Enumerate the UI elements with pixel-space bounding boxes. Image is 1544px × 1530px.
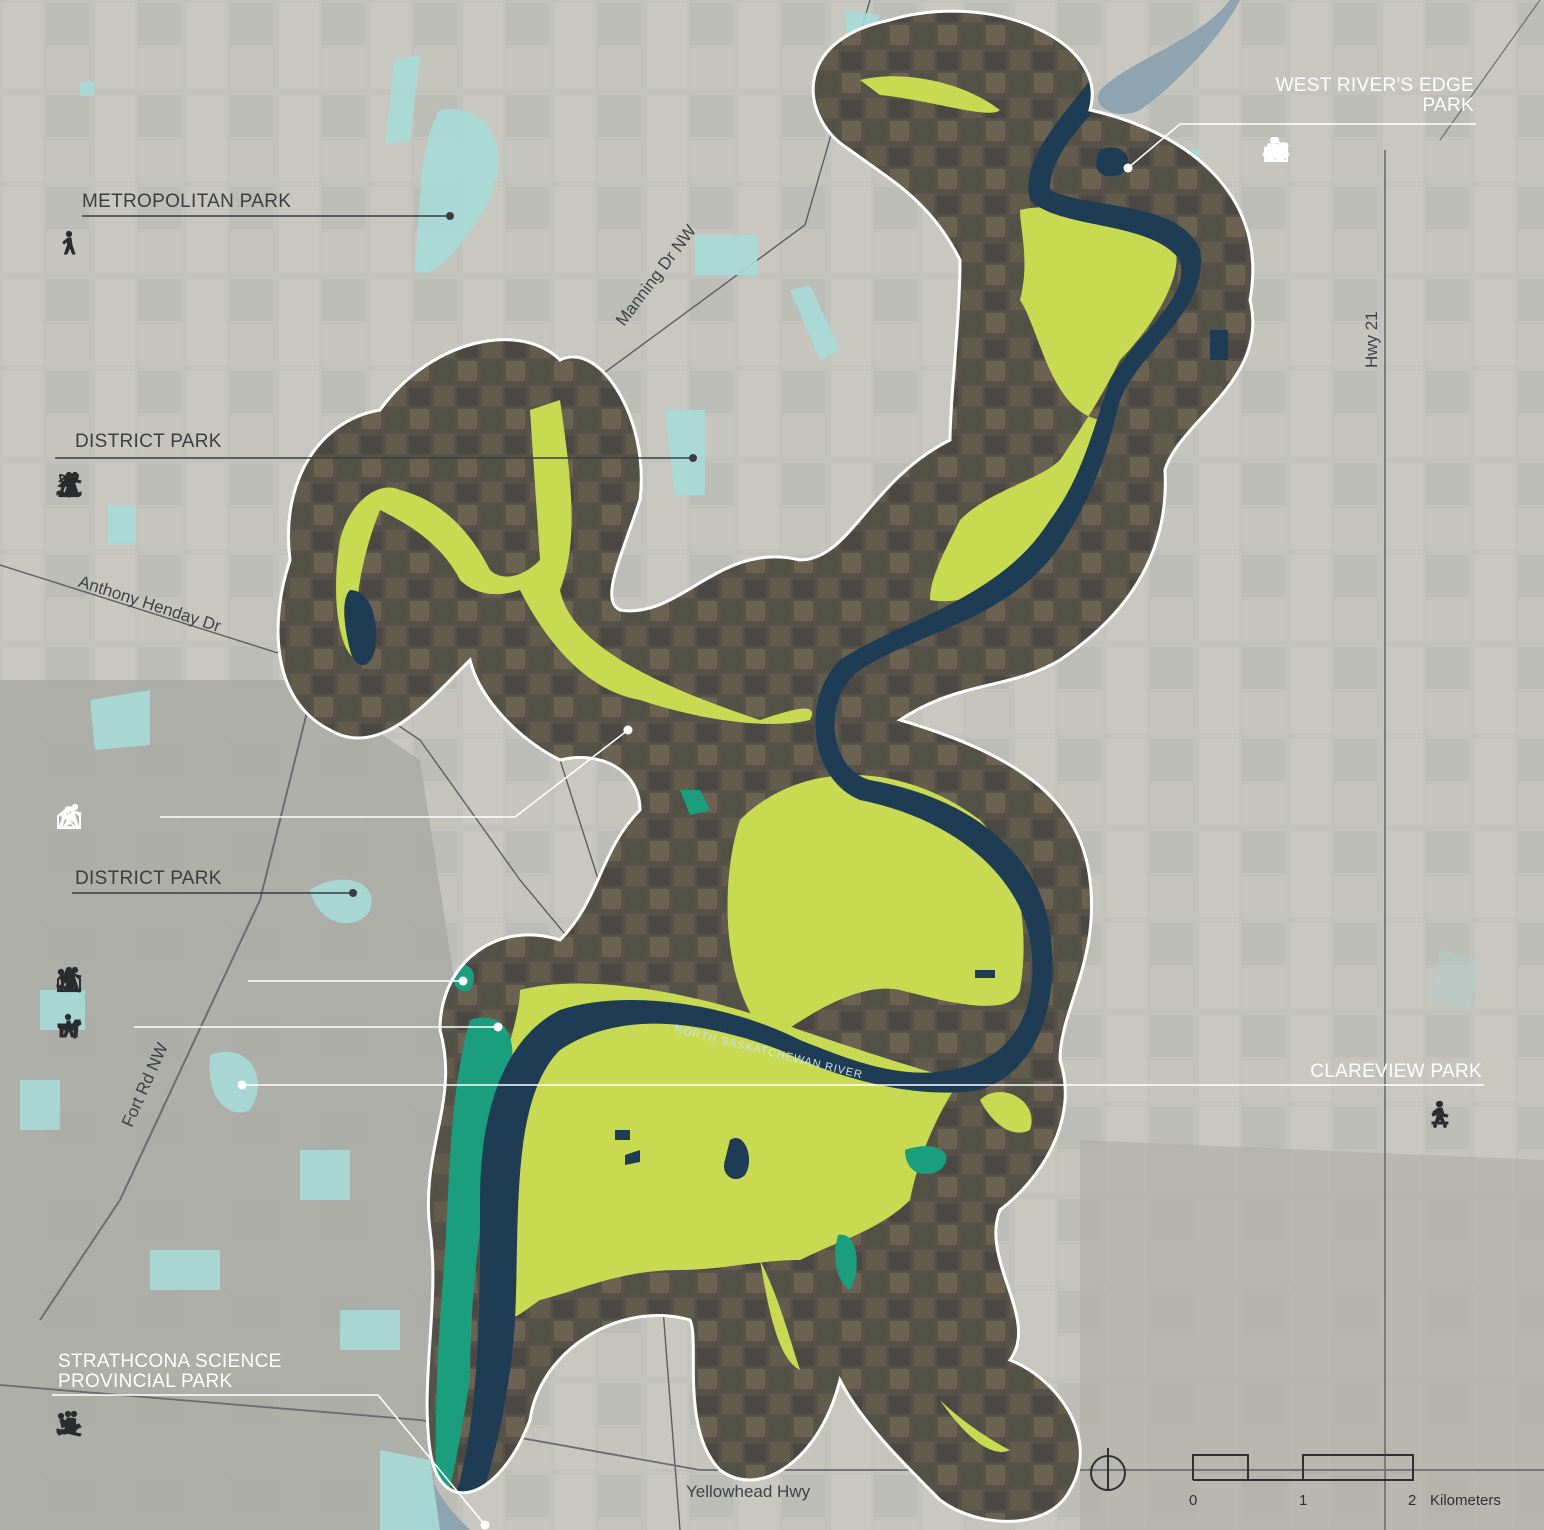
scale-bar [1192,1454,1414,1481]
road-label-yellowhead: Yellowhead Hwy [686,1482,811,1501]
walker-icon [1267,136,1401,164]
north-arrow-icon [1090,1448,1126,1491]
hiker-icon [1269,136,1327,164]
playground-icon [58,803,120,831]
walk-icon [62,471,157,499]
label-district-park-south: DISTRICT PARK [75,868,222,889]
label-clareview-park: CLAREVIEW PARK [1310,1061,1482,1082]
amenities-clareview [1425,1100,1490,1128]
label-metropolitan-park: METROPOLITAN PARK [82,191,292,212]
label-west-rivers-edge: WEST RIVER'S EDGE PARK [1276,76,1474,116]
label-west-rivers-edge-line1: WEST RIVER'S EDGE [1275,75,1474,96]
parking-icon [1264,136,1438,164]
label-strathcona-line2: PROVINCIAL PARK [58,1371,233,1392]
amenities-metropolitan [55,230,83,258]
skateboard-icon [1431,1100,1490,1128]
scale-tick-1: 1 [1299,1492,1308,1509]
walk-icon [1269,136,1475,164]
scale-tick-2: 2 [1408,1492,1417,1509]
community-hall-icon [57,966,120,994]
boat-launch-icon [1262,136,1364,164]
label-strathcona-park: STRATHCONA SCIENCE PROVINCIAL PARK [58,1352,282,1392]
amenities-strathcona [55,1410,157,1438]
label-strathcona-line1: STRATHCONA SCIENCE [58,1351,282,1372]
label-district-park-north: DISTRICT PARK [75,431,222,452]
amenities-community [55,803,157,831]
scale-tick-0: 0 [1189,1492,1198,1509]
hiker-icon [62,1410,120,1438]
label-west-rivers-edge-line2: PARK [1422,95,1474,116]
skate-icon [58,471,194,499]
walk-icon [62,966,194,994]
snowboard-icon [56,1410,157,1438]
amenities-west-rivers-edge [1262,136,1475,164]
amenities-district-north [55,471,231,499]
skate-icon [58,803,157,831]
playground-icon [58,966,157,994]
skate-icon [58,966,231,994]
amenities-district-south-a [55,966,231,994]
swimming-icon [56,471,120,499]
road-label-hwy21: Hwy 21 [1362,311,1381,368]
amenities-district-south-b [55,1013,120,1041]
scale-unit: Kilometers [1430,1492,1501,1509]
garden-icon [59,471,231,499]
walk-icon [55,230,83,258]
hiker-icon [62,1013,120,1041]
